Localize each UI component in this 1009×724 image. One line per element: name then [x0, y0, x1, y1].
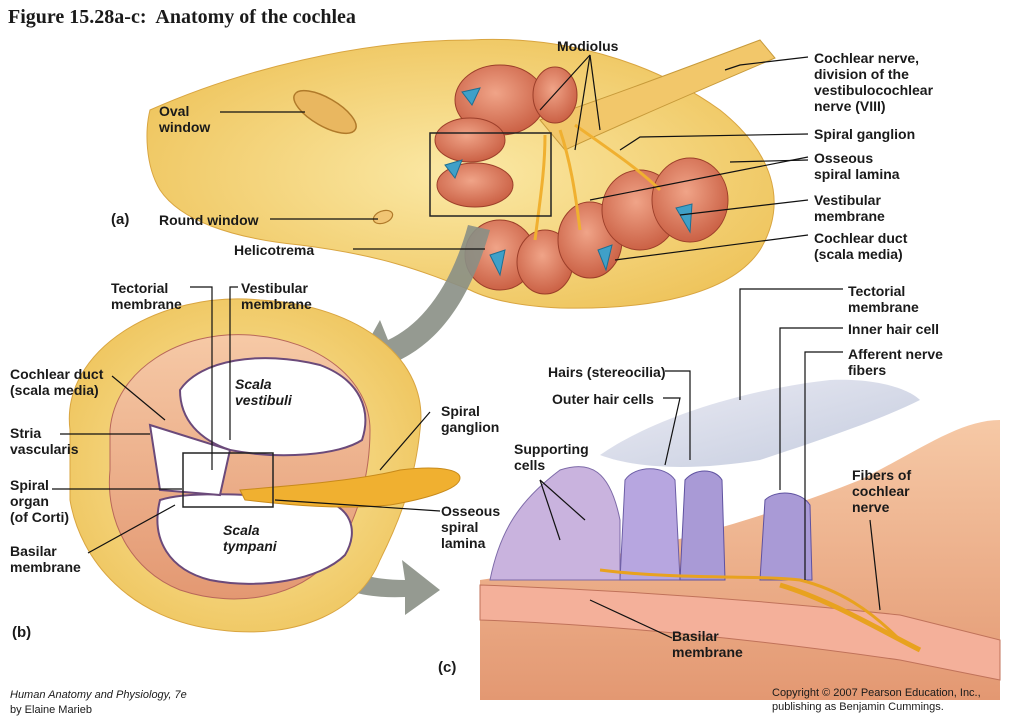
label-tectorial-membrane-c: Tectorial membrane [848, 283, 919, 315]
arrow-a-to-b [355, 225, 490, 385]
label-afferent-nerve-fibers: Afferent nerve fibers [848, 346, 943, 378]
cochlear-nerve-fibers-shape [779, 582, 922, 653]
panel-a-cochlea [146, 38, 776, 309]
label-spiral-ganglion-a: Spiral ganglion [814, 126, 916, 142]
label-modiolus: Modiolus [557, 38, 619, 54]
label-round-window: Round window [159, 212, 259, 228]
zoom-box-b [182, 452, 274, 508]
figure-title: Figure 15.28a-c: Anatomy of the cochlea [8, 6, 356, 28]
label-oval-window: Oval window [159, 103, 211, 135]
panel-label-c: (c) [438, 659, 457, 676]
label-osseous-spiral-lamina-b: Osseous spiral lamina [441, 503, 501, 551]
label-scala-tympani: Scala tympani [223, 522, 277, 554]
footer-author: by Elaine Marieb [10, 704, 92, 716]
label-cochlear-duct-b: Cochlear duct (scala media) [10, 366, 104, 398]
tectorial-membrane-shape [600, 379, 920, 467]
label-spiral-organ: Spiral organ (of Corti) [10, 477, 70, 525]
label-inner-hair-cell: Inner hair cell [848, 321, 940, 337]
spiral-ganglion-nerve-b [239, 467, 461, 508]
label-cochlear-duct-a: Cochlear duct (scala media) [814, 230, 908, 262]
panel-label-b: (b) [12, 624, 32, 641]
label-vestibular-membrane-a: Vestibular membrane [814, 192, 885, 224]
label-fibers-of-cochlear-nerve: Fibers of cochlear nerve [852, 467, 912, 515]
round-window-shape [372, 209, 394, 225]
oval-window-shape [293, 89, 357, 135]
panel-b-cross-section [68, 298, 461, 633]
label-stria-vascularis: Stria vascularis [10, 425, 79, 457]
cochlear-duct-blue [444, 87, 693, 277]
label-tectorial-membrane-b: Tectorial membrane [111, 280, 182, 312]
footer-book-title: Human Anatomy and Physiology, 7e [10, 689, 187, 701]
label-supporting-cells: Supporting cells [514, 441, 589, 473]
panel-label-a: (a) [111, 211, 130, 228]
label-basilar-membrane-c: Basilar membrane [672, 628, 743, 660]
afferent-nerve-fibers-shape [599, 568, 902, 642]
label-spiral-ganglion-b: Spiral ganglion [441, 403, 500, 435]
label-outer-hair-cells: Outer hair cells [552, 391, 654, 407]
scala-vestibuli-space [178, 357, 367, 457]
label-helicotrema: Helicotrema [234, 242, 315, 258]
label-osseous-spiral-lamina-a: Osseous spiral lamina [814, 150, 900, 182]
label-vestibular-membrane-b: Vestibular membrane [241, 280, 312, 312]
supporting-cells-group [489, 466, 813, 581]
footer-copyright: Copyright © 2007 Pearson Education, Inc.… [772, 687, 981, 713]
label-cochlear-nerve: Cochlear nerve, division of the vestibul… [814, 50, 934, 114]
cochlear-duct-space-b [148, 423, 232, 497]
arrow-b-to-c [270, 505, 440, 615]
label-scala-vestibuli: Scala vestibuli [235, 376, 292, 408]
label-basilar-membrane-b: Basilar membrane [10, 543, 81, 575]
modiolus-nerve-fibers [533, 123, 662, 241]
leader-lines [52, 54, 881, 639]
zoom-box-a [429, 132, 552, 217]
label-hairs-stereocilia: Hairs (stereocilia) [548, 364, 666, 380]
